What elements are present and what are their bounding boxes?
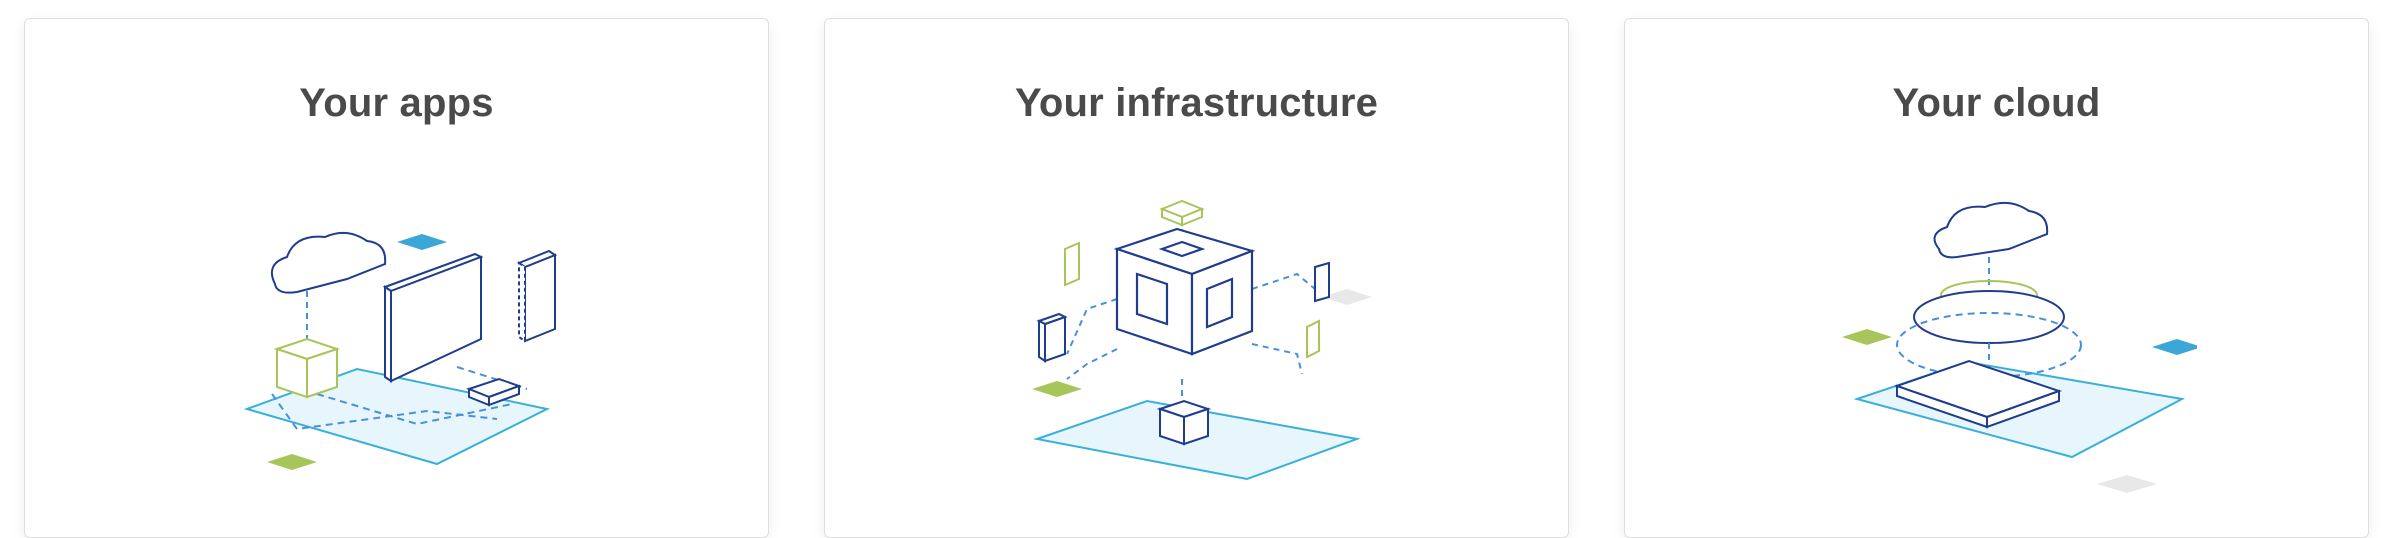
diamond-icon bbox=[2097, 475, 2157, 493]
infrastructure-illustration bbox=[1032, 199, 1372, 481]
server-icon bbox=[516, 249, 558, 343]
diamond-icon bbox=[267, 454, 317, 470]
disc-icon bbox=[1913, 290, 2065, 344]
diamond-icon bbox=[1322, 289, 1372, 305]
diamond-icon bbox=[397, 234, 447, 250]
card-title: Your apps bbox=[299, 81, 494, 125]
card-your-apps[interactable]: Your apps bbox=[24, 18, 769, 538]
diamond-icon bbox=[2152, 339, 2197, 355]
cube-icon bbox=[1113, 227, 1256, 356]
diamond-icon bbox=[1842, 329, 1892, 345]
monitor-icon bbox=[382, 252, 484, 383]
diamond-icon bbox=[1032, 381, 1082, 397]
cube-icon bbox=[1156, 399, 1212, 446]
cube-icon bbox=[273, 337, 341, 399]
card-title: Your cloud bbox=[1892, 81, 2101, 125]
card-title: Your infrastructure bbox=[1014, 81, 1379, 125]
apps-illustration bbox=[243, 231, 558, 470]
cloud-illustration bbox=[1842, 201, 2197, 493]
card-your-infrastructure[interactable]: Your infrastructure bbox=[824, 18, 1569, 538]
cloud-icon bbox=[1933, 201, 2049, 259]
router-icon bbox=[466, 377, 522, 407]
card-your-cloud[interactable]: Your cloud bbox=[1624, 18, 2369, 538]
server-icon bbox=[1893, 359, 2063, 429]
cloud-icon bbox=[271, 231, 387, 294]
